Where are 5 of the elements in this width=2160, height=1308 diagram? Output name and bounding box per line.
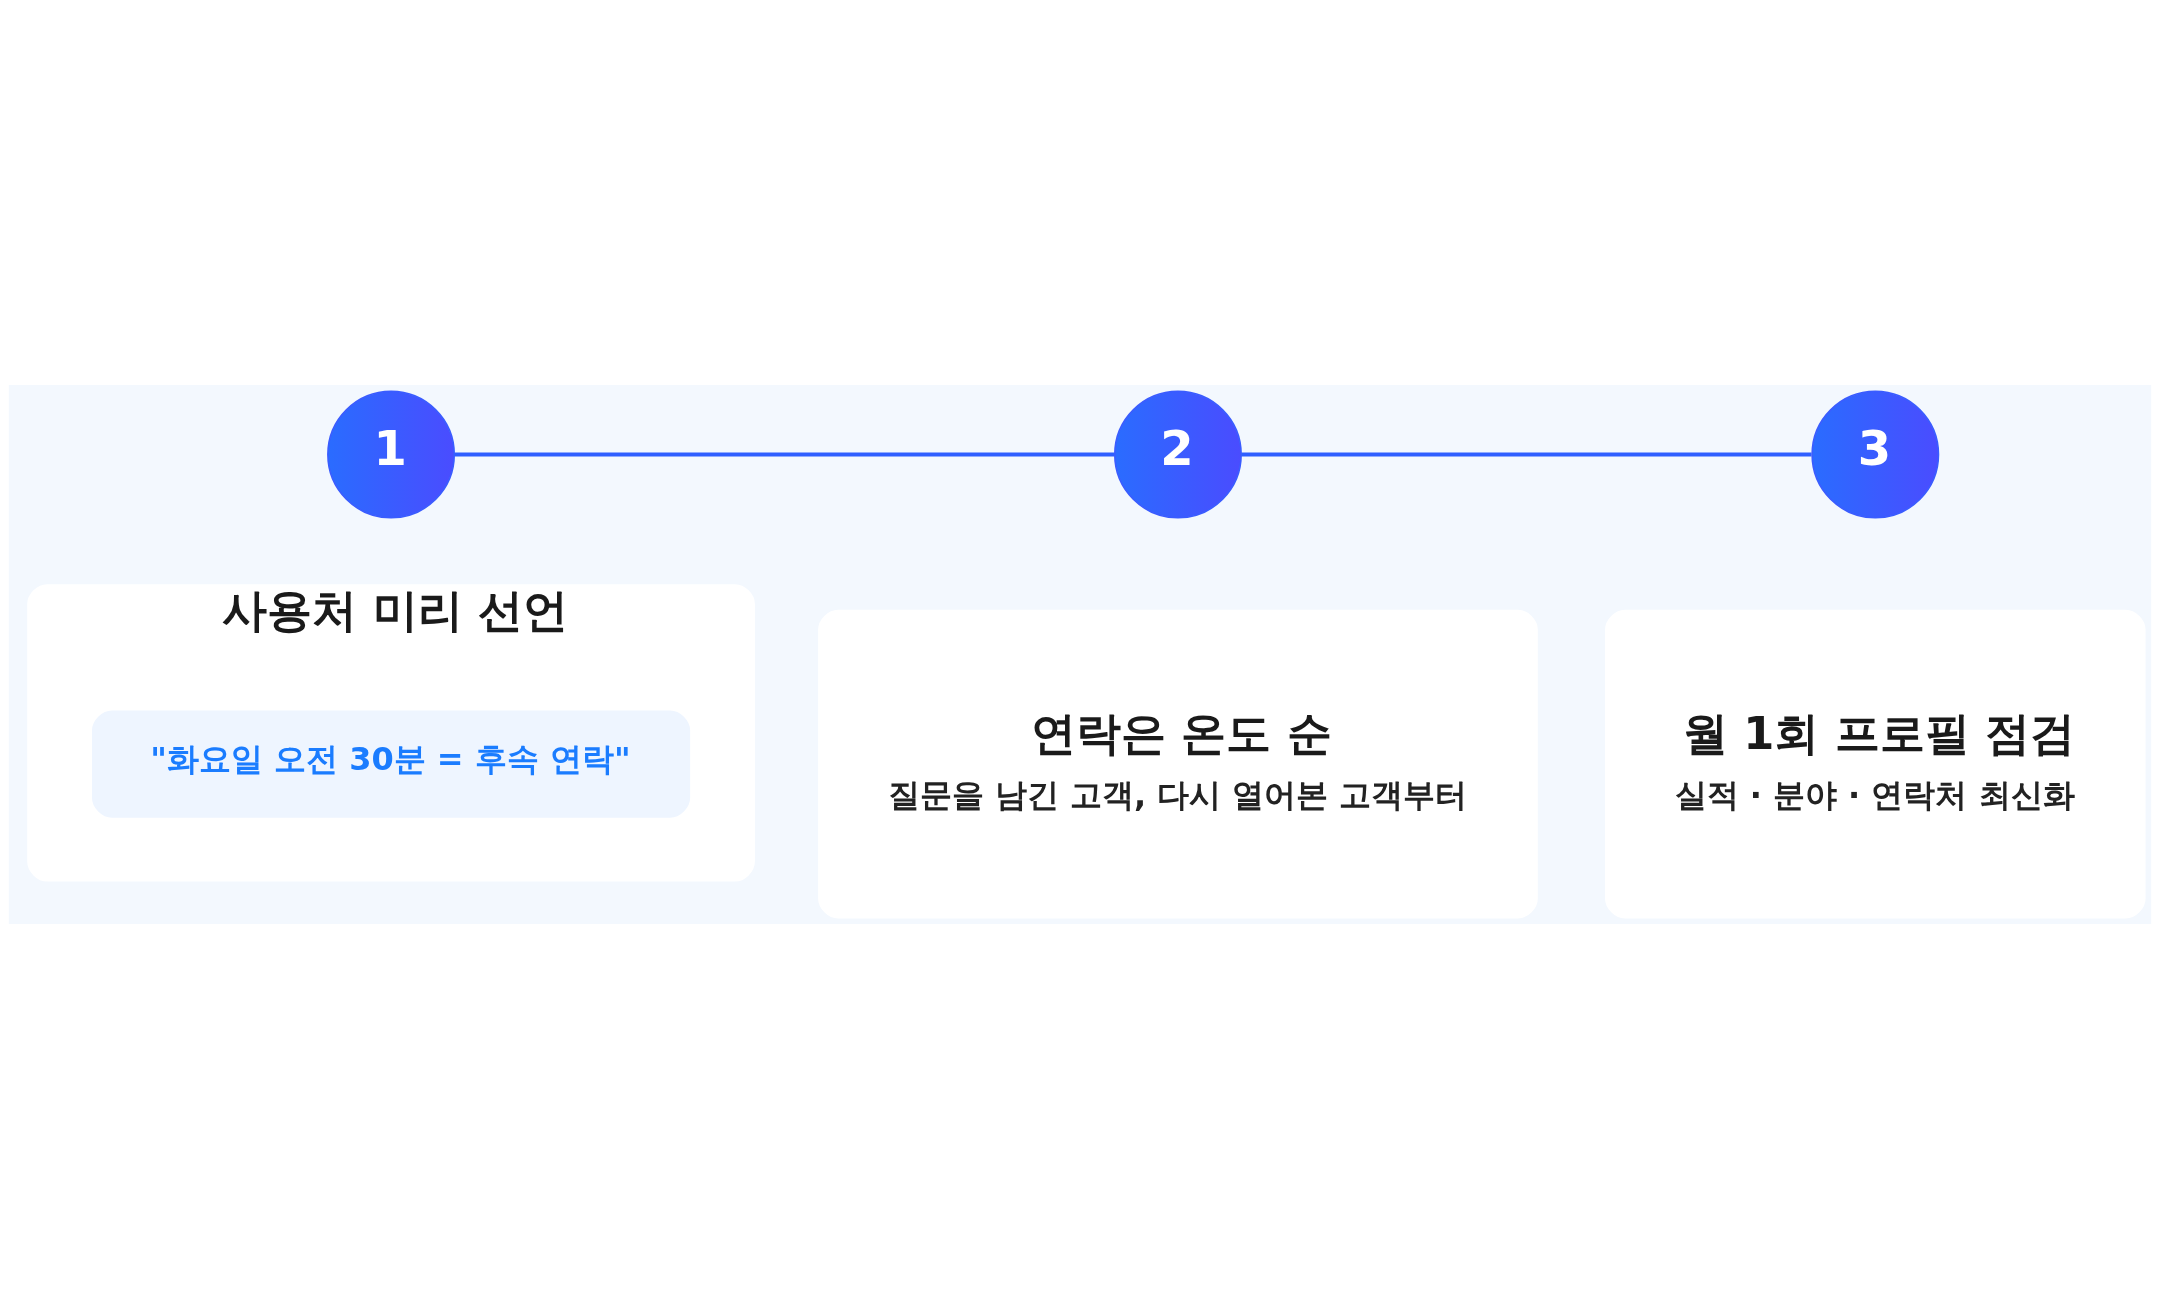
node-circle: 3 (1811, 390, 1940, 519)
node-circle: 2 (1114, 390, 1242, 519)
connector (454, 452, 1115, 457)
node-circle: 1 (327, 390, 456, 519)
connector (1241, 452, 1812, 457)
